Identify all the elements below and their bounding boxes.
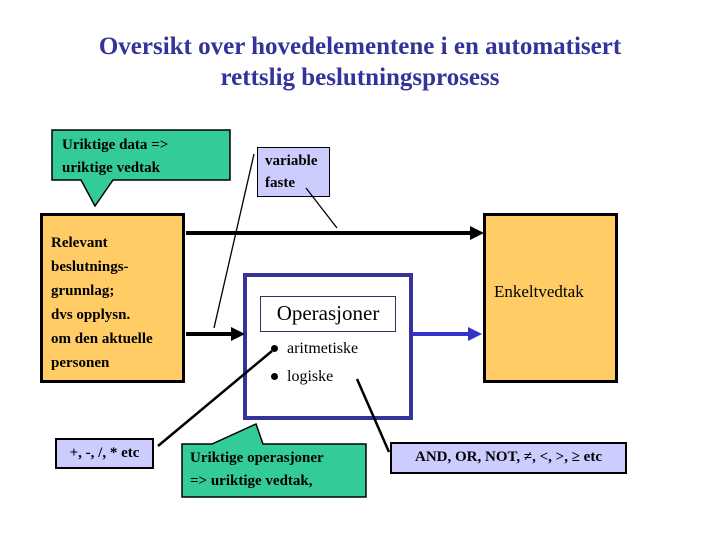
relevant-line6: personen [51,355,110,371]
box-logical-operators: AND, OR, NOT, ≠, <, >, ≥ etc [390,442,627,474]
arrow-relevant-to-enkeltvedtak-head-icon [470,226,484,240]
pointer-variable-to-lower-arrow [213,153,255,329]
pointer-faste-to-upper-arrow [305,187,338,229]
relevant-line3: grunnlag; [51,283,115,299]
pointer-arith-ops-to-aritmetiske [157,350,273,447]
callout-bad-operations-shape [181,422,367,498]
bullet-aritmetiske-label: aritmetiske [287,340,359,357]
bullet-logiske-label: logiske [287,368,334,385]
callout-bad-data-line2: uriktige vedtak [62,160,160,176]
arrow-operasjoner-to-enkeltvedtak-head-icon [468,327,482,341]
arithmetic-operators-label: +, -, /, * etc [69,445,140,461]
relevant-line1: Relevant [51,235,108,251]
relevant-line5: om den aktuelle [51,331,153,347]
enkeltvedtak-label: Enkeltvedtak [494,282,584,301]
page-title: Oversikt over hovedelementene i en autom… [0,31,720,93]
callout-bad-operations-line1: Uriktige operasjoner [190,450,324,466]
operasjoner-title: Operasjoner [276,301,380,325]
arrow-relevant-to-operasjoner-head-icon [231,327,245,341]
label-variable-faste: variable faste [257,147,330,197]
operasjoner-title-box: Operasjoner [260,296,396,332]
bullet-logiske: logiske [271,367,333,386]
relevant-line4: dvs opplysn. [51,307,131,323]
callout-bad-data: Uriktige data => uriktige vedtak [62,134,227,180]
bullet-aritmetiske: aritmetiske [271,339,358,358]
relevant-line2: beslutnings- [51,259,129,275]
label-faste: faste [265,175,295,191]
box-enkeltvedtak: Enkeltvedtak [483,213,618,383]
page-title-line2: rettslig beslutningsprosess [220,64,500,91]
callout-bad-operations: Uriktige operasjoner => uriktige vedtak, [190,447,362,493]
bullet-icon [271,345,278,352]
callout-bad-data-line1: Uriktige data => [62,137,169,153]
box-arithmetic-operators: +, -, /, * etc [55,438,154,469]
callout-bad-operations-line2: => uriktige vedtak, [190,473,313,489]
pointer-logiske-to-logical-ops [355,378,391,453]
bullet-icon [271,373,278,380]
page-title-line1: Oversikt over hovedelementene i en autom… [98,33,622,60]
logical-operators-label: AND, OR, NOT, ≠, <, >, ≥ etc [414,449,602,465]
callout-bad-data-shape [51,129,231,208]
label-variable: variable [265,153,318,169]
box-relevant-beslutningsgrunnlag: Relevant beslutnings- grunnlag; dvs oppl… [40,213,185,383]
